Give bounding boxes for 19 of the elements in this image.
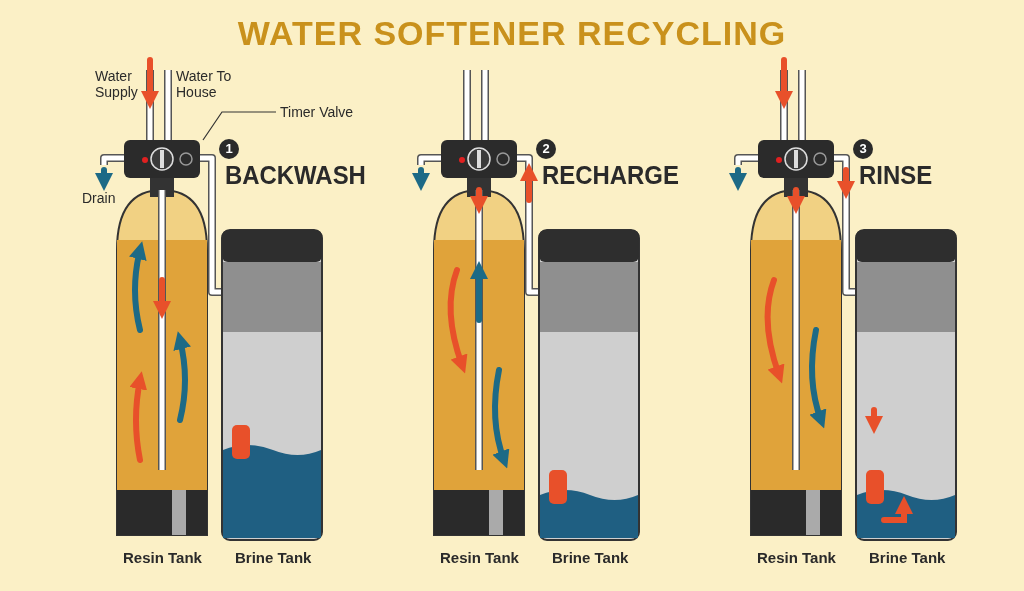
step-heading: BACKWASH	[225, 160, 366, 191]
callout-label: Timer Valve	[280, 104, 354, 120]
tank-label: Brine Tank	[869, 549, 946, 566]
step-number: 2	[536, 139, 556, 159]
leader-line	[202, 111, 277, 141]
step-heading: RECHARGE	[542, 160, 679, 191]
tank-label: Brine Tank	[235, 549, 312, 566]
tank-label: Resin Tank	[123, 549, 202, 566]
timer-valve-drawing	[124, 140, 200, 178]
title: WATER SOFTENER RECYCLING	[236, 14, 788, 53]
tank-label: Resin Tank	[440, 549, 519, 566]
step-heading: RINSE	[859, 160, 933, 191]
flow-label: Water Supply	[95, 68, 139, 100]
step-number: 1	[219, 139, 239, 159]
step-number: 3	[853, 139, 873, 159]
flow-label: Water To House	[176, 68, 233, 100]
flow-label: Drain	[82, 190, 116, 206]
tank-label: Resin Tank	[757, 549, 836, 566]
tank-label: Brine Tank	[552, 549, 629, 566]
